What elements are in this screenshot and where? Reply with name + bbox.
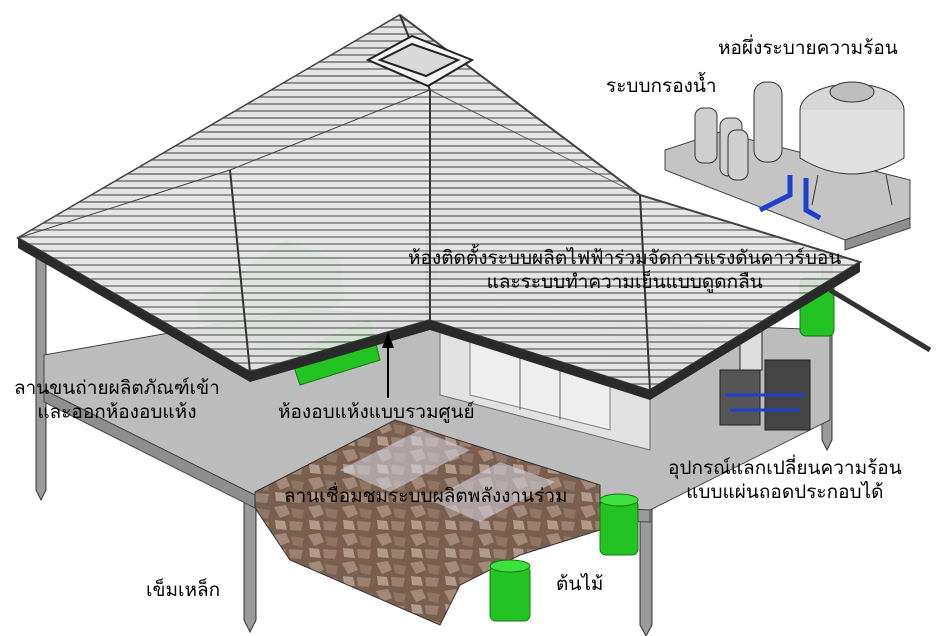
roof [16, 13, 863, 400]
solar-panel-strip-2 [430, 462, 555, 522]
solar-panel-strip [340, 430, 470, 492]
label-heat-exchanger-line1: อุปกรณ์แลกเปลี่ยนความร้อน [668, 457, 902, 479]
label-heat-exchanger: อุปกรณ์แลกเปลี่ยนความร้อน แบบแผ่นถอดประก… [668, 456, 902, 504]
label-control-room: ห้องติดตั้งระบบผลิตไฟฟ้าร่วมจัดการแรงดัน… [408, 246, 841, 294]
label-water-filter: ระบบกรองน้ำ [606, 75, 717, 97]
exhaust-pipe [828, 287, 932, 353]
cooling-tower-unit [799, 81, 905, 206]
dryer-room-arrow [382, 332, 394, 398]
water-filter-tanks [694, 81, 783, 181]
label-control-room-line1: ห้องติดตั้งระบบผลิตไฟฟ้าร่วมจัดการแรงดัน… [408, 247, 842, 269]
label-yard: ลานขนถ่ายผลิตภัณฑ์เข้า และออกห้องอบแห้ง [14, 376, 220, 424]
label-control-room-line2: และระบบทำความเย็นแบบดูดกลืน [486, 271, 763, 293]
label-cooling-tower: หอผึ่งระบายความร้อน [718, 37, 898, 59]
label-steel-pile: เข็มเหล็ก [146, 579, 221, 601]
label-solar-yard: ลานเชื่อมชมระบบผลิตพลังงานร่วม [284, 485, 568, 507]
label-yard-line1: ลานขนถ่ายผลิตภัณฑ์เข้า [14, 377, 220, 399]
heat-exchanger-equipment [719, 324, 811, 431]
roof-skylight [365, 34, 475, 88]
label-yard-line2: และออกห้องอบแห้ง [37, 401, 197, 423]
label-heat-exchanger-line2: แบบแผ่นถอดประกอบได้ [686, 481, 884, 503]
blue-pipes [758, 175, 822, 221]
label-dryer-room: ห้องอบแห้งแบบรวมศูนย์ [278, 401, 475, 423]
label-tree: ต้นไม้ [556, 573, 604, 595]
